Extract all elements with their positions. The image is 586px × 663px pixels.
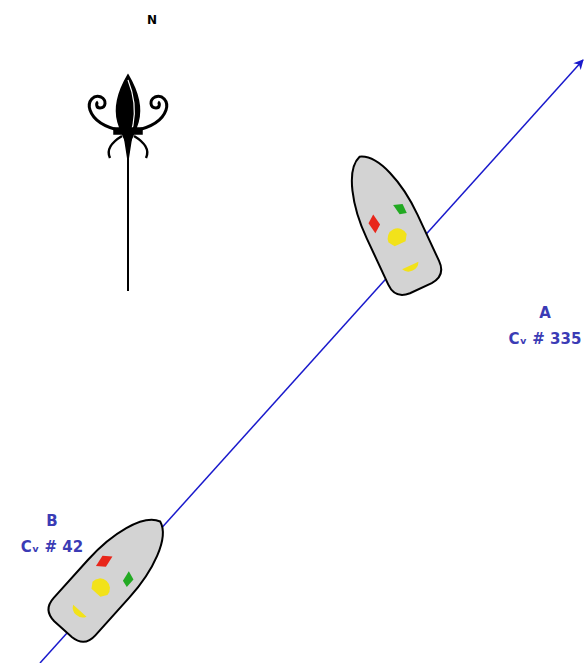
- compass-rose: [89, 75, 166, 291]
- course-label: Cᵥ # 42: [21, 538, 83, 556]
- ship-letter: B: [46, 512, 57, 530]
- course-line: [40, 60, 583, 663]
- ship-b: [42, 503, 181, 648]
- course-label: Cᵥ # 335: [509, 330, 582, 348]
- ship-a: [334, 145, 446, 300]
- north-mark: N: [147, 13, 157, 27]
- ship-letter: A: [539, 304, 551, 322]
